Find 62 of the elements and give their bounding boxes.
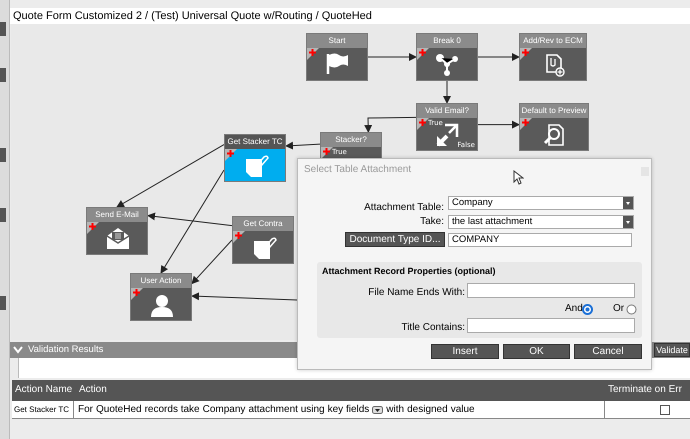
action-node — [416, 103, 478, 151]
arrow — [478, 120, 520, 129]
cancel-button: Cancel — [574, 344, 642, 359]
arrow — [191, 240, 232, 284]
action-node — [130, 273, 192, 321]
node-title: Add/Rev to ECM — [520, 34, 586, 48]
input-field: COMPANY — [448, 233, 632, 247]
node-title: Default to Preview — [520, 104, 588, 118]
action-text: records take — [144, 404, 200, 415]
radio-label: Or — [613, 303, 624, 314]
arrow — [478, 53, 520, 61]
arrow — [191, 292, 298, 300]
link: designed — [407, 404, 448, 415]
link: key fields — [328, 404, 370, 415]
node-title: User Action — [131, 274, 191, 288]
field-label: Take: — [419, 216, 444, 227]
arrow — [285, 142, 320, 150]
dropdown-field: Company — [448, 196, 634, 210]
node-title: Break 0 — [417, 34, 477, 48]
section-heading: Attachment Record Properties (optional) — [322, 266, 496, 276]
action-node — [86, 207, 148, 255]
insert-button: Insert — [431, 344, 499, 359]
field-label: File Name Ends With: — [367, 287, 465, 298]
column-header: Terminate on Err — [608, 384, 682, 395]
action-node — [519, 103, 589, 151]
action-node — [306, 33, 368, 81]
radio-label: And — [565, 303, 583, 314]
field-label: Title Contains: — [400, 322, 465, 333]
action-text: For — [78, 404, 93, 415]
dropdown-field: the last attachment — [448, 215, 634, 229]
node-title: Get Contra — [233, 217, 293, 231]
panel-title: Validation Results — [28, 344, 104, 355]
action-text: value — [450, 404, 475, 415]
node-title: Get Stacker TC — [225, 135, 285, 149]
column-header: Action — [79, 384, 107, 395]
action-text: with — [386, 404, 404, 415]
validate-button: Validate — [654, 343, 690, 357]
action-text: attachment using — [248, 404, 325, 415]
breadcrumb-title: Quote Form Customized 2 / (Test) Universal Quote w/Routing / QuoteHed — [10, 8, 690, 24]
document-type-button: Document Type ID... — [345, 232, 445, 247]
link: QuoteHed — [96, 404, 142, 415]
arrow — [364, 116, 416, 133]
link: Company — [202, 404, 246, 415]
action-node — [416, 33, 478, 81]
arrow — [147, 212, 232, 226]
node-title: Send E-Mail — [87, 208, 147, 222]
node-title: Start — [307, 34, 367, 48]
action-node — [519, 33, 587, 81]
node-title: Valid Email? — [417, 104, 477, 118]
arrow — [443, 80, 451, 104]
arrow — [116, 144, 224, 208]
ok-button: OK — [503, 344, 570, 359]
arrow — [160, 170, 224, 274]
arrow — [368, 53, 417, 61]
node-title: Stacker? — [321, 133, 381, 147]
dialog-title: Select Table Attachment — [304, 164, 412, 175]
field-label: Attachment Table: — [363, 202, 444, 213]
column-header: Action Name — [15, 384, 72, 395]
action-node — [224, 134, 286, 182]
action-node — [232, 216, 294, 264]
table-cell: Get Stacker TC — [12, 401, 74, 419]
action-node — [320, 132, 382, 159]
